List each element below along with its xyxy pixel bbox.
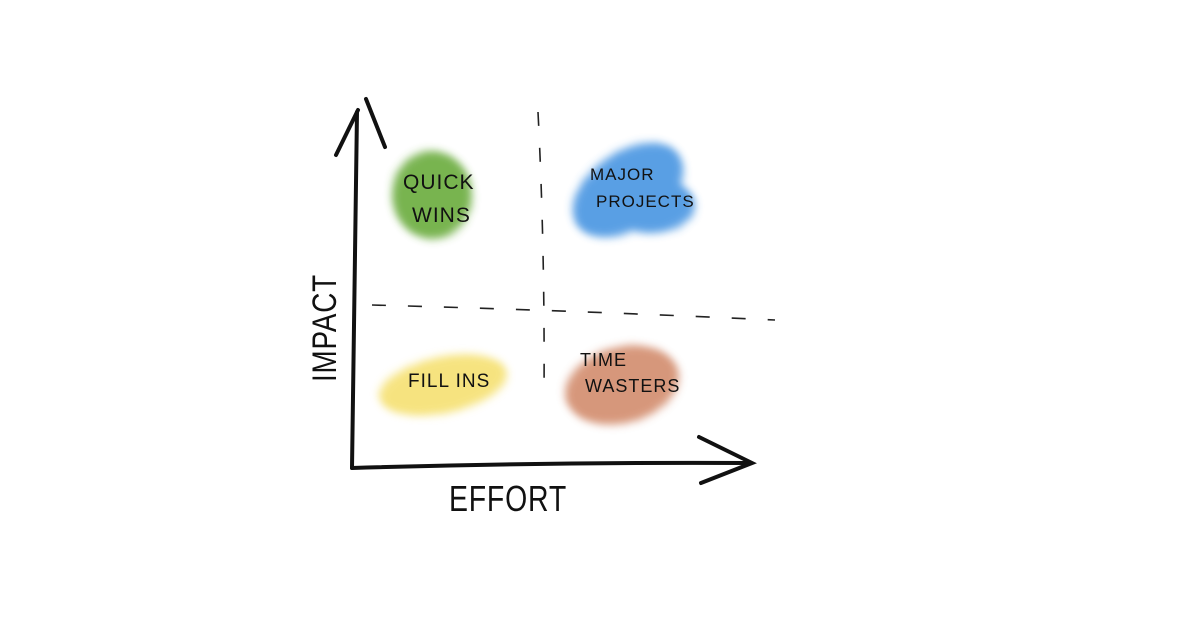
quick-wins-label-line2: WINS [412, 204, 471, 227]
y-axis-label: IMPACT [306, 274, 344, 382]
fill-ins-label: FILL INS [408, 371, 490, 392]
vertical-divider [537, 111, 545, 399]
horizontal-divider [371, 304, 776, 321]
y-axis-arrowhead [334, 97, 387, 157]
time-wasters-blob [565, 345, 679, 425]
x-axis [350, 460, 752, 470]
major-projects-blob [572, 142, 695, 238]
y-axis [350, 110, 359, 470]
quick-wins-label-line1: QUICK [403, 171, 475, 194]
x-axis-arrowhead [697, 435, 757, 485]
x-axis-label: EFFORT [449, 478, 567, 519]
fill-ins-blob [379, 354, 507, 416]
time-wasters-label-line1: TIME [580, 350, 627, 370]
major-projects-label-line2: PROJECTS [596, 192, 695, 211]
time-wasters-label-line2: WASTERS [585, 376, 680, 396]
major-projects-label-line1: MAJOR [590, 165, 655, 184]
quick-wins-blob [392, 151, 472, 239]
